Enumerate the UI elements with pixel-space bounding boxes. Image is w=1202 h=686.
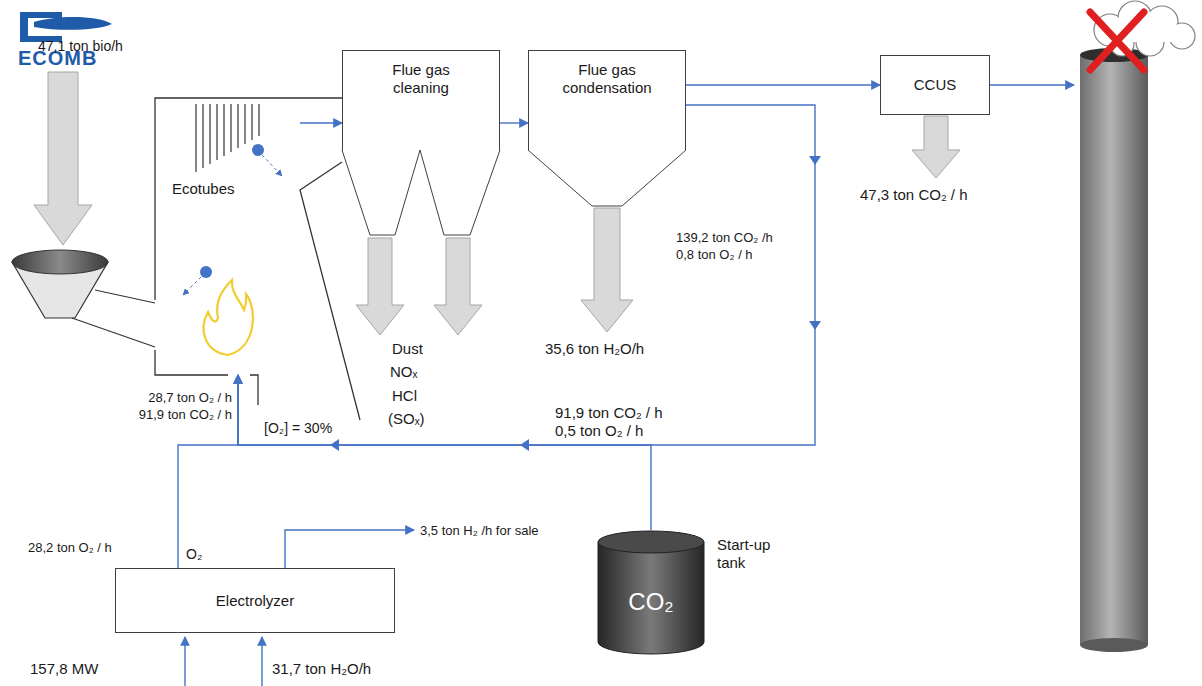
flow-connector (300, 122, 342, 123)
ecotube-nozzles (183, 144, 282, 295)
flow-label: NOₓ (390, 363, 417, 381)
process-box: Electrolyzer (115, 568, 395, 633)
cleaning-hoppers (342, 150, 500, 235)
flow-label: 35,6 ton H₂O/h (545, 340, 644, 358)
ecotubes-hatch (196, 104, 259, 172)
flow-label: 157,8 MW (30, 660, 98, 678)
flow-label: 91,9 ton CO₂ / h (60, 407, 232, 423)
process-box: Flue gas condensation (528, 50, 686, 150)
node-label: Electrolyzer (116, 592, 394, 610)
ecotube-line (223, 104, 224, 156)
node-label: CO₂ (597, 588, 705, 616)
flow-connector (686, 84, 880, 85)
ecotube-line (244, 104, 245, 144)
flow-connector (500, 122, 528, 123)
flow-label: 0,5 ton O₂ / h (555, 422, 643, 440)
ecotube-line (202, 104, 203, 168)
node-label: Ecotubes (172, 180, 235, 198)
storage-tank: CO₂Start-up tank (597, 530, 705, 655)
flow-connector (238, 375, 651, 530)
ecotube-line (251, 104, 252, 140)
ecotube-line (237, 104, 238, 148)
ecotube-line (258, 104, 259, 136)
flow-connector (238, 105, 815, 445)
red-cross (1090, 12, 1144, 70)
process-box: CCUS (880, 55, 990, 115)
fuel-hopper (12, 250, 155, 347)
flow-label: 28,2 ton O₂ / h (28, 540, 112, 556)
flow-label: 139,2 ton CO₂ /h (676, 230, 773, 246)
flow-label: 47,1 ton bio/h (38, 38, 123, 54)
ecotube-line (230, 104, 231, 152)
logo-mark (20, 12, 112, 42)
process-box: Flue gas cleaning (342, 50, 500, 150)
ecotube-line (216, 104, 217, 160)
node-heading: Start-up tank (717, 536, 779, 572)
chimney (1080, 48, 1148, 652)
flow-label: 91,9 ton CO₂ / h (555, 404, 663, 422)
flame (204, 280, 253, 355)
node-label: Flue gas cleaning (376, 61, 466, 97)
flow-label: 28,7 ton O₂ / h (60, 390, 232, 406)
flow-label: Dust (392, 340, 423, 358)
flow-label: 0,8 ton O₂ / h (676, 247, 753, 263)
ecotube-line (195, 104, 196, 172)
flow-label: 3,5 ton H₂ /h for sale (420, 523, 539, 539)
flow-label: O₂ (186, 546, 202, 562)
flow-label: 31,7 ton H₂O/h (272, 660, 371, 678)
condensation-hopper (528, 150, 686, 206)
boiler-outline (155, 98, 360, 420)
node-label: CCUS (881, 76, 989, 94)
flow-label: [O₂] = 30% (264, 420, 332, 436)
flow-label: HCl (392, 387, 417, 405)
ecotube-line (209, 104, 210, 164)
flow-label: (SOₓ) (388, 410, 425, 428)
node-label: Flue gas condensation (552, 61, 662, 97)
flow-arrows (330, 156, 821, 451)
boiler-furnace: Ecotubes (160, 100, 300, 375)
flow-label: 47,3 ton CO₂ / h (860, 186, 968, 204)
